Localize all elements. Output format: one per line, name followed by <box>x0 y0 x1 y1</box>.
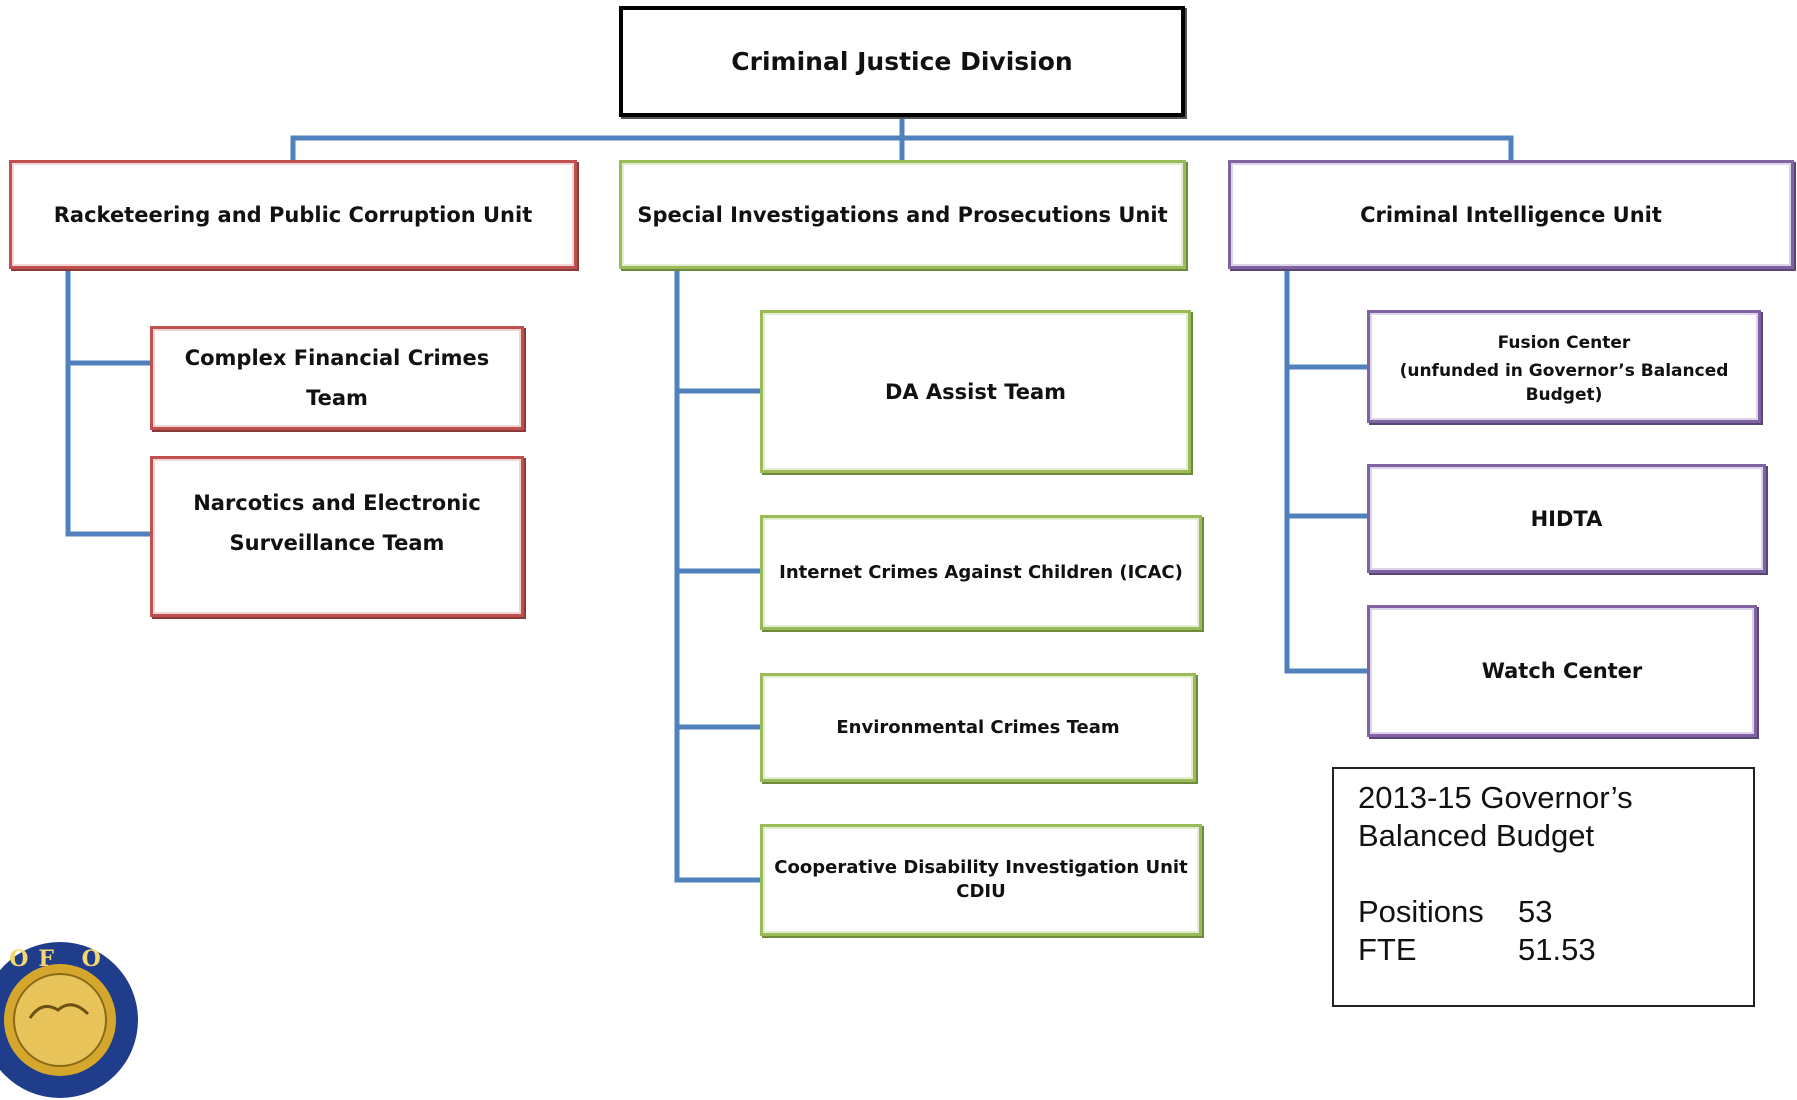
team-label-line1: Fusion Center <box>1497 332 1631 353</box>
team-da-assist: DA Assist Team <box>760 310 1191 473</box>
connector-lines <box>65 114 1514 883</box>
team-label-line1: Cooperative Disability Investigation Uni… <box>774 857 1188 878</box>
team-watch-center: Watch Center <box>1367 605 1757 737</box>
team-label-line1: Narcotics and Electronic <box>193 491 481 515</box>
unit-label: Special Investigations and Prosecutions … <box>637 202 1168 227</box>
positions-value: 53 <box>1518 894 1553 929</box>
team-label: Environmental Crimes Team <box>836 716 1120 738</box>
team-environmental: Environmental Crimes Team <box>760 673 1196 782</box>
team-label: Internet Crimes Against Children (ICAC) <box>779 561 1183 583</box>
team-label: DA Assist Team <box>884 379 1067 404</box>
unit-label: Criminal Intelligence Unit <box>1360 202 1662 227</box>
unit-criminal-intelligence: Criminal Intelligence Unit <box>1228 160 1794 269</box>
budget-spacer <box>1358 855 1729 893</box>
team-label-line2: (unfunded in Governor’s Balanced <box>1399 360 1729 381</box>
seal-text: OF O <box>9 946 111 972</box>
budget-box: 2013-15 Governor’s Balanced Budget Posit… <box>1332 767 1755 1007</box>
unit-label: Racketeering and Public Corruption Unit <box>53 202 533 227</box>
budget-fte-row: FTE 51.53 <box>1358 931 1729 969</box>
team-fusion-center: Fusion Center (unfunded in Governor’s Ba… <box>1367 310 1761 423</box>
budget-title-line2: Balanced Budget <box>1358 818 1595 853</box>
fte-label: FTE <box>1358 932 1417 967</box>
team-label: Watch Center <box>1481 659 1643 683</box>
budget-positions-row: Positions 53 <box>1358 893 1729 931</box>
positions-label: Positions <box>1358 894 1484 929</box>
team-complex-financial: Complex Financial Crimes Team <box>150 326 524 430</box>
budget-title-line1: 2013-15 Governor’s <box>1358 780 1633 815</box>
team-label: HIDTA <box>1530 506 1603 531</box>
team-icac: Internet Crimes Against Children (ICAC) <box>760 515 1202 630</box>
team-hidta: HIDTA <box>1367 464 1766 573</box>
team-label-line3: Budget) <box>1525 384 1603 405</box>
root-node: Criminal Justice Division <box>619 6 1185 117</box>
team-label-line2: CDIU <box>956 881 1006 902</box>
team-narcotics: Narcotics and Electronic Surveillance Te… <box>150 456 524 617</box>
team-cdiu: Cooperative Disability Investigation Uni… <box>760 824 1202 936</box>
fte-value: 51.53 <box>1518 932 1596 967</box>
unit-racketeering: Racketeering and Public Corruption Unit <box>9 160 577 269</box>
root-label: Criminal Justice Division <box>731 47 1073 76</box>
state-seal-icon: OF O <box>0 942 138 1098</box>
unit-special-investigations: Special Investigations and Prosecutions … <box>619 160 1186 269</box>
team-label-line2: Surveillance Team <box>229 531 445 555</box>
team-label: Complex Financial Crimes Team <box>184 346 490 410</box>
